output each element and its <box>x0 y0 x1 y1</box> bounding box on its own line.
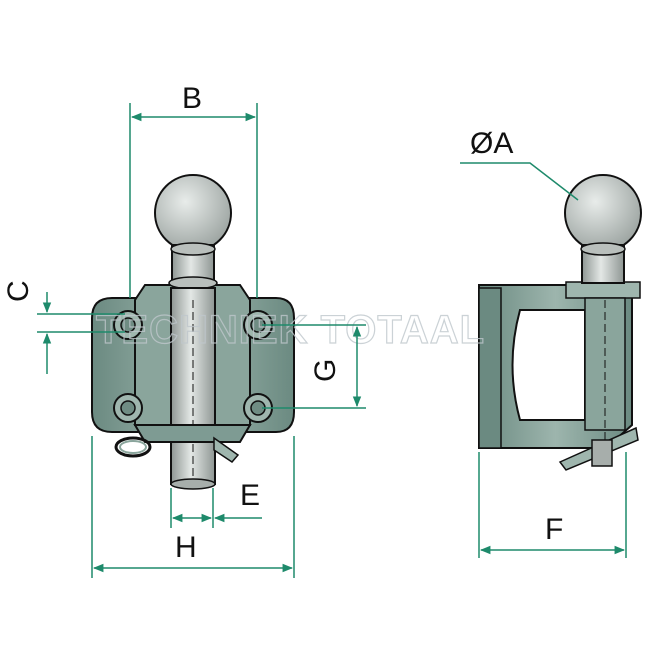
side-view <box>478 174 642 471</box>
dim-label-g: G <box>309 359 342 382</box>
dim-label-diameter-a: ØA <box>470 127 513 160</box>
front-view <box>91 174 295 490</box>
dimension-lines <box>37 103 627 578</box>
dim-label-c: C <box>2 280 35 302</box>
watermark-text: TECHNIEK TOTAAL <box>96 308 485 352</box>
dim-label-h: H <box>175 531 197 564</box>
dim-label-e: E <box>240 479 260 512</box>
side-ball <box>564 174 642 252</box>
dim-label-b: B <box>182 82 202 115</box>
front-safety-ring <box>114 436 152 458</box>
side-inner-opening <box>511 309 586 421</box>
dim-label-f: F <box>545 513 563 546</box>
front-ball <box>154 174 232 252</box>
